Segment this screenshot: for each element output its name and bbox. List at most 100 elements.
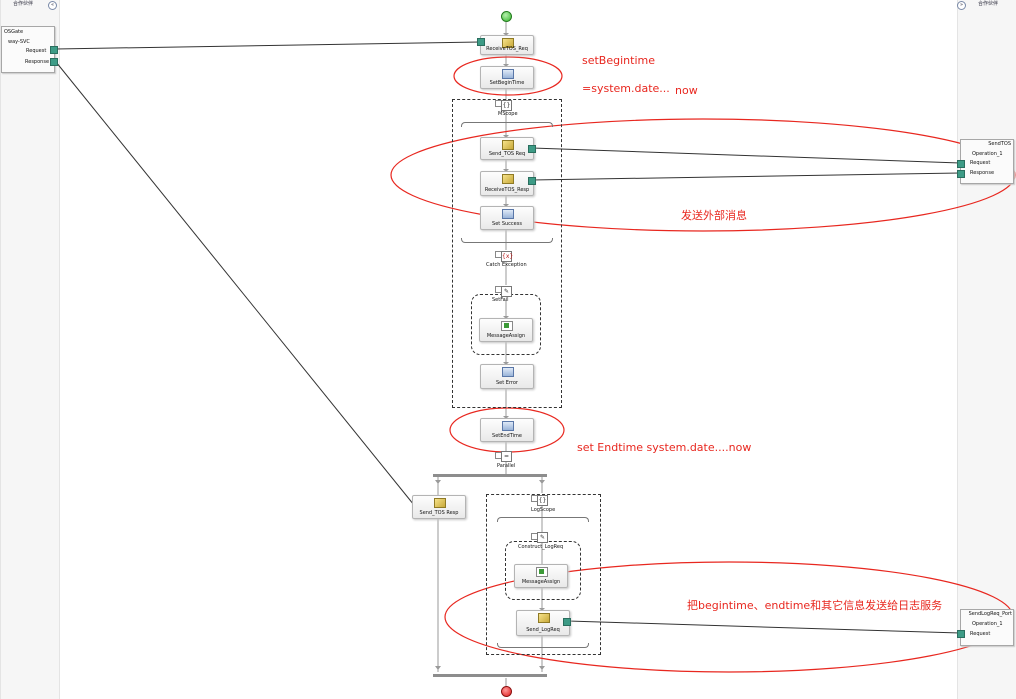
annotation-set-begin-1: setBegintime xyxy=(582,54,655,67)
scope-icon: {} xyxy=(537,495,548,506)
response-pin[interactable] xyxy=(957,170,965,178)
shape-label: ReceiveTOS_Resp xyxy=(484,187,530,193)
expression-icon xyxy=(502,421,514,431)
receive-tos-req-shape[interactable]: ReceiveTOS_Req xyxy=(480,35,534,55)
parallel-label: Parallel xyxy=(497,463,516,469)
port-response-label: Response xyxy=(25,59,50,65)
flow-arrow xyxy=(435,666,441,670)
request-pin[interactable] xyxy=(50,46,58,54)
port-connector xyxy=(531,147,961,164)
shape-label: MessageAssign xyxy=(486,333,526,339)
request-pin[interactable] xyxy=(957,160,965,168)
catch-exception-icon: {x} xyxy=(501,251,514,262)
message-icon xyxy=(502,174,514,184)
port-request-label: Request xyxy=(970,160,991,166)
right-ports-panel xyxy=(957,0,1016,699)
port-connector xyxy=(55,61,415,506)
start-node-icon[interactable] xyxy=(501,11,512,22)
port-title: SendLogReq_Port xyxy=(968,611,1012,617)
annotation-send-external: 发送外部消息 xyxy=(681,209,747,222)
receive-tos-resp-shape[interactable]: ReceiveTOS_Resp xyxy=(480,171,534,196)
end-node-icon[interactable] xyxy=(501,686,512,697)
expression-icon xyxy=(502,69,514,79)
mscope-scope[interactable] xyxy=(452,99,562,408)
annotation-log-info: 把begintime、endtime和其它信息发送给日志服务 xyxy=(687,599,943,612)
send-tos-req-shape[interactable]: Send_TOS Req xyxy=(480,137,534,160)
scope-bottom-brace xyxy=(497,643,589,648)
collapse-right-icon[interactable]: » xyxy=(957,1,966,10)
message-assign-shape[interactable]: MessageAssign xyxy=(479,318,533,342)
scope-icon: {} xyxy=(501,100,512,111)
port-name-line1: OSGate xyxy=(4,29,24,35)
set-end-time-shape[interactable]: SetEndTime xyxy=(480,418,534,442)
send-log-port[interactable]: SendLogReq_Port Operation_1 Request xyxy=(960,609,1014,646)
port-operation: Operation_1 xyxy=(972,621,1003,627)
shape-label: Send_TOS Req xyxy=(488,151,526,157)
shape-label: Set Success xyxy=(492,221,522,227)
scope-label: MScope xyxy=(498,111,518,117)
scope-top-brace xyxy=(461,122,553,127)
right-panel-title: 合作伙伴 xyxy=(978,1,999,7)
port-connector xyxy=(567,620,961,634)
left-ports-panel xyxy=(0,0,60,699)
shape-label: MessageAssign xyxy=(521,579,561,585)
parallel-icon: = xyxy=(501,451,512,462)
flow-arrow xyxy=(503,135,509,138)
send-logreq-shape[interactable]: Send_LogReq xyxy=(516,610,570,636)
catch-label: Catch Exception xyxy=(486,262,527,268)
message-icon xyxy=(434,498,446,508)
shape-label: Send_TOS Resp xyxy=(419,510,459,516)
annotation-ellipse-external xyxy=(390,118,1016,232)
shape-label: SetEndTime xyxy=(492,433,522,439)
annotation-set-begin-2: =system.date... xyxy=(582,82,670,95)
send-tos-port[interactable]: SendTOS Operation_1 Request Response xyxy=(960,139,1014,184)
construct-label: SetFail xyxy=(492,297,509,303)
set-error-shape[interactable]: Set Error xyxy=(480,364,534,389)
port-response-label: Response xyxy=(970,170,995,176)
message-icon xyxy=(502,140,514,150)
request-pin[interactable] xyxy=(957,630,965,638)
flow-arrow xyxy=(503,169,509,172)
message-assign-shape[interactable]: MessageAssign xyxy=(514,564,568,588)
port-pin[interactable] xyxy=(528,177,536,185)
left-partner-port[interactable]: OSGate way-SVC Request Response xyxy=(1,26,55,73)
port-pin[interactable] xyxy=(528,145,536,153)
flow-arrow xyxy=(435,480,441,484)
collapse-left-icon[interactable]: « xyxy=(48,1,57,10)
message-assign-icon xyxy=(501,321,513,331)
flow-arrow xyxy=(503,33,509,36)
response-pin[interactable] xyxy=(50,58,58,66)
port-connector xyxy=(531,172,961,181)
shape-label: Send_LogReq xyxy=(526,627,560,633)
flow-arrow xyxy=(503,64,509,67)
scope-top-brace xyxy=(497,517,589,522)
port-pin[interactable] xyxy=(477,38,485,46)
message-icon xyxy=(502,38,514,48)
set-success-shape[interactable]: Set Success xyxy=(480,206,534,230)
send-tos-resp-shape[interactable]: Send_TOS Resp xyxy=(412,495,466,519)
flow-arrow xyxy=(503,316,509,319)
scope-label: LogScope xyxy=(531,507,556,513)
port-request-label: Request xyxy=(26,48,47,54)
port-operation: Operation_1 xyxy=(972,151,1003,157)
log-scope[interactable] xyxy=(486,494,601,655)
port-pin[interactable] xyxy=(563,618,571,626)
left-panel-title: 合作伙伴 xyxy=(13,1,34,7)
construct-icon: ✎ xyxy=(537,532,548,543)
shape-label: ReceiveTOS_Req xyxy=(486,46,528,52)
flow-arrow xyxy=(539,480,545,484)
set-begin-time-shape[interactable]: SetBeginTime xyxy=(480,66,534,89)
flow-arrow xyxy=(503,416,509,419)
scope-bottom-brace xyxy=(461,238,553,243)
construct-label: Construct_LogReq xyxy=(518,544,564,550)
annotation-set-end: set Endtime system.date....now xyxy=(577,441,752,454)
message-icon xyxy=(538,613,550,623)
port-title: SendTOS xyxy=(988,141,1011,147)
port-request-label: Request xyxy=(970,631,991,637)
flow-arrow xyxy=(503,362,509,365)
flow-arrow xyxy=(503,204,509,207)
flow-arrow xyxy=(539,666,545,670)
message-assign-icon xyxy=(536,567,548,577)
expression-icon xyxy=(502,367,514,377)
